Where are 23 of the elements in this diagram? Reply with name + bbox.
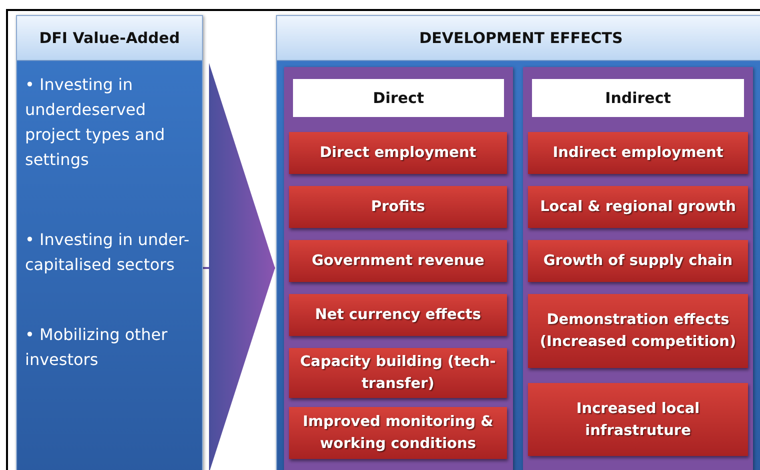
panel-heading: DEVELOPMENT EFFECTS	[277, 16, 760, 61]
effect-box: Local & regional growth	[528, 186, 748, 228]
effect-box: Direct employment	[289, 132, 507, 174]
column-panel	[284, 67, 513, 470]
column-heading: Direct	[293, 79, 504, 117]
effect-box: Capacity building (tech-transfer)	[289, 348, 507, 398]
effect-box: Profits	[289, 186, 507, 228]
effect-box: Government revenue	[289, 240, 507, 282]
bullet-text: • Investing in underdeserved project types and settings	[25, 74, 166, 171]
bullet-text: • Investing in under-capitalised sectors	[25, 229, 190, 276]
chevron-arrow	[203, 63, 275, 470]
effect-box: Demonstration effects (Increased competition)	[528, 294, 748, 368]
effect-box: Growth of supply chain	[528, 240, 748, 282]
bullet-text: • Mobilizing other investors	[25, 324, 168, 371]
column-heading: Indirect	[532, 79, 744, 117]
effect-box: Increased local infrastruture	[528, 383, 748, 456]
effect-box: Indirect employment	[528, 132, 748, 174]
effect-box: Net currency effects	[289, 294, 507, 336]
panel	[276, 15, 760, 470]
panel-heading: DFI Value-Added	[17, 16, 202, 61]
panel	[16, 15, 203, 470]
effect-box: Improved monitoring & working conditions	[289, 407, 507, 459]
column-panel	[523, 67, 753, 470]
